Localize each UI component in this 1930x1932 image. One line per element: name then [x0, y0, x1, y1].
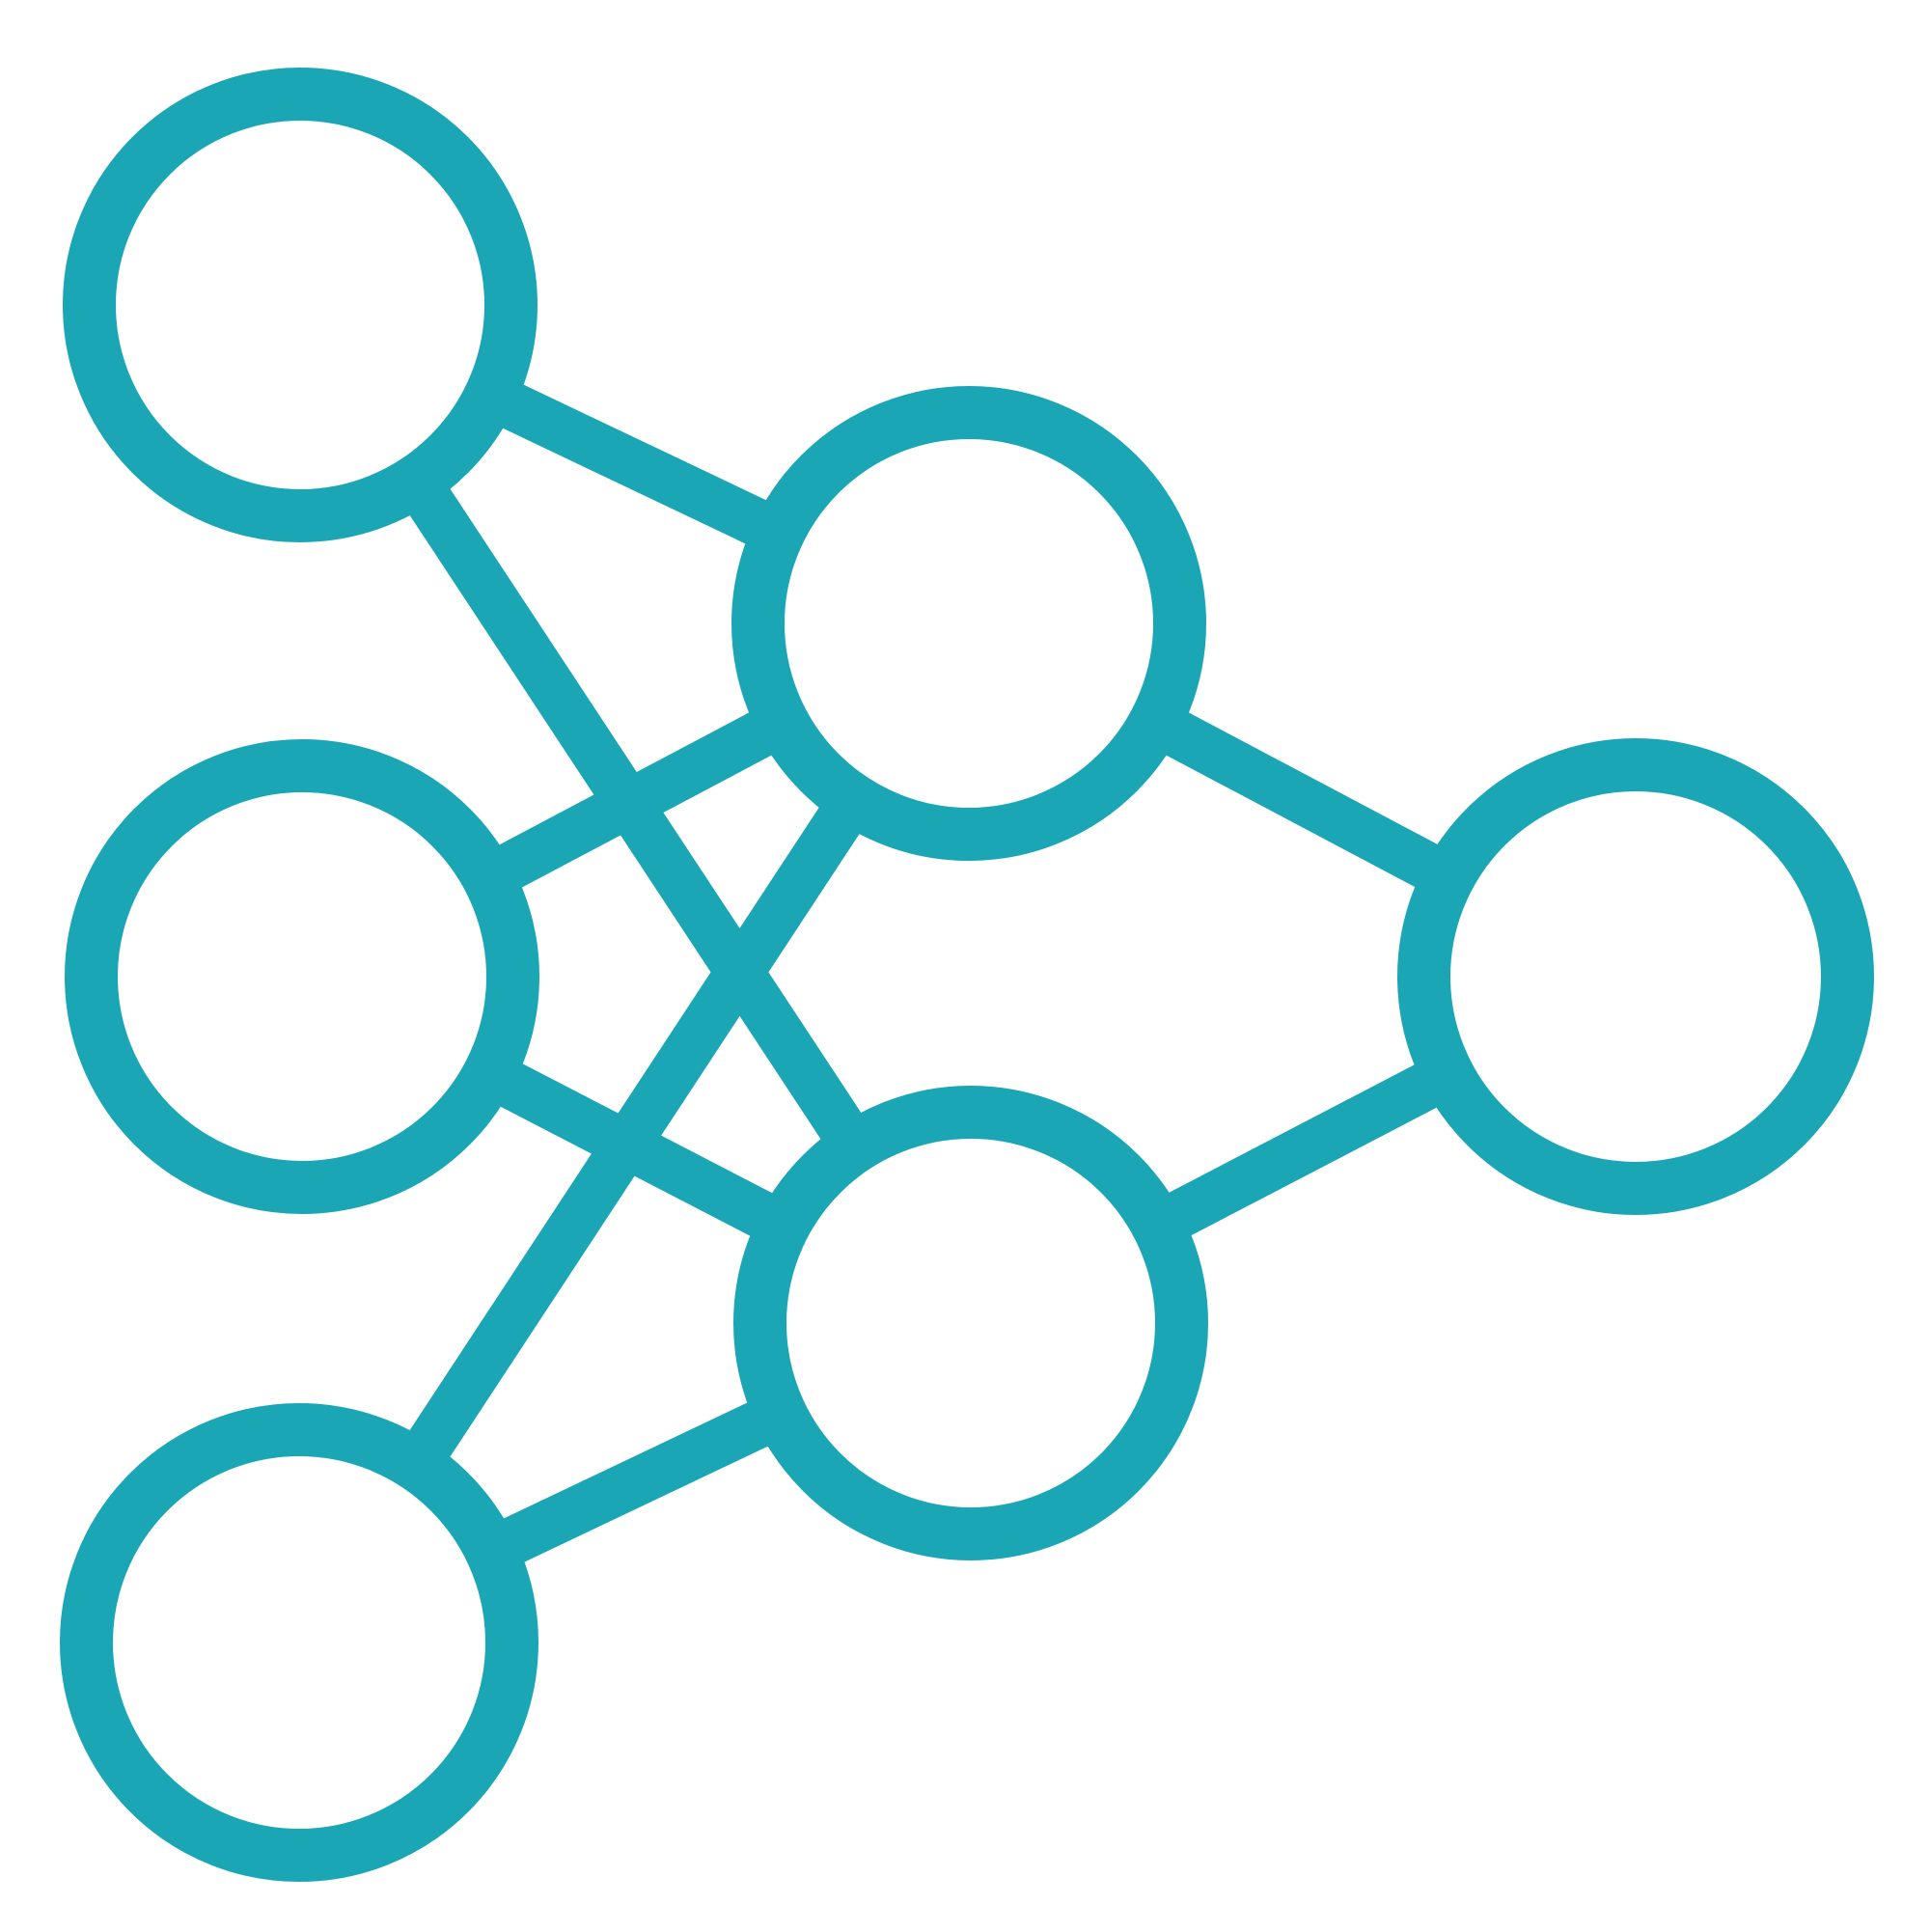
node-layer [60, 68, 1874, 1882]
node-input-3 [60, 1403, 538, 1882]
node-output-1 [1397, 738, 1874, 1215]
node-hidden-1 [731, 386, 1206, 861]
node-hidden-2 [733, 1086, 1208, 1560]
node-input-1 [63, 68, 538, 542]
node-input-2 [65, 739, 539, 1214]
